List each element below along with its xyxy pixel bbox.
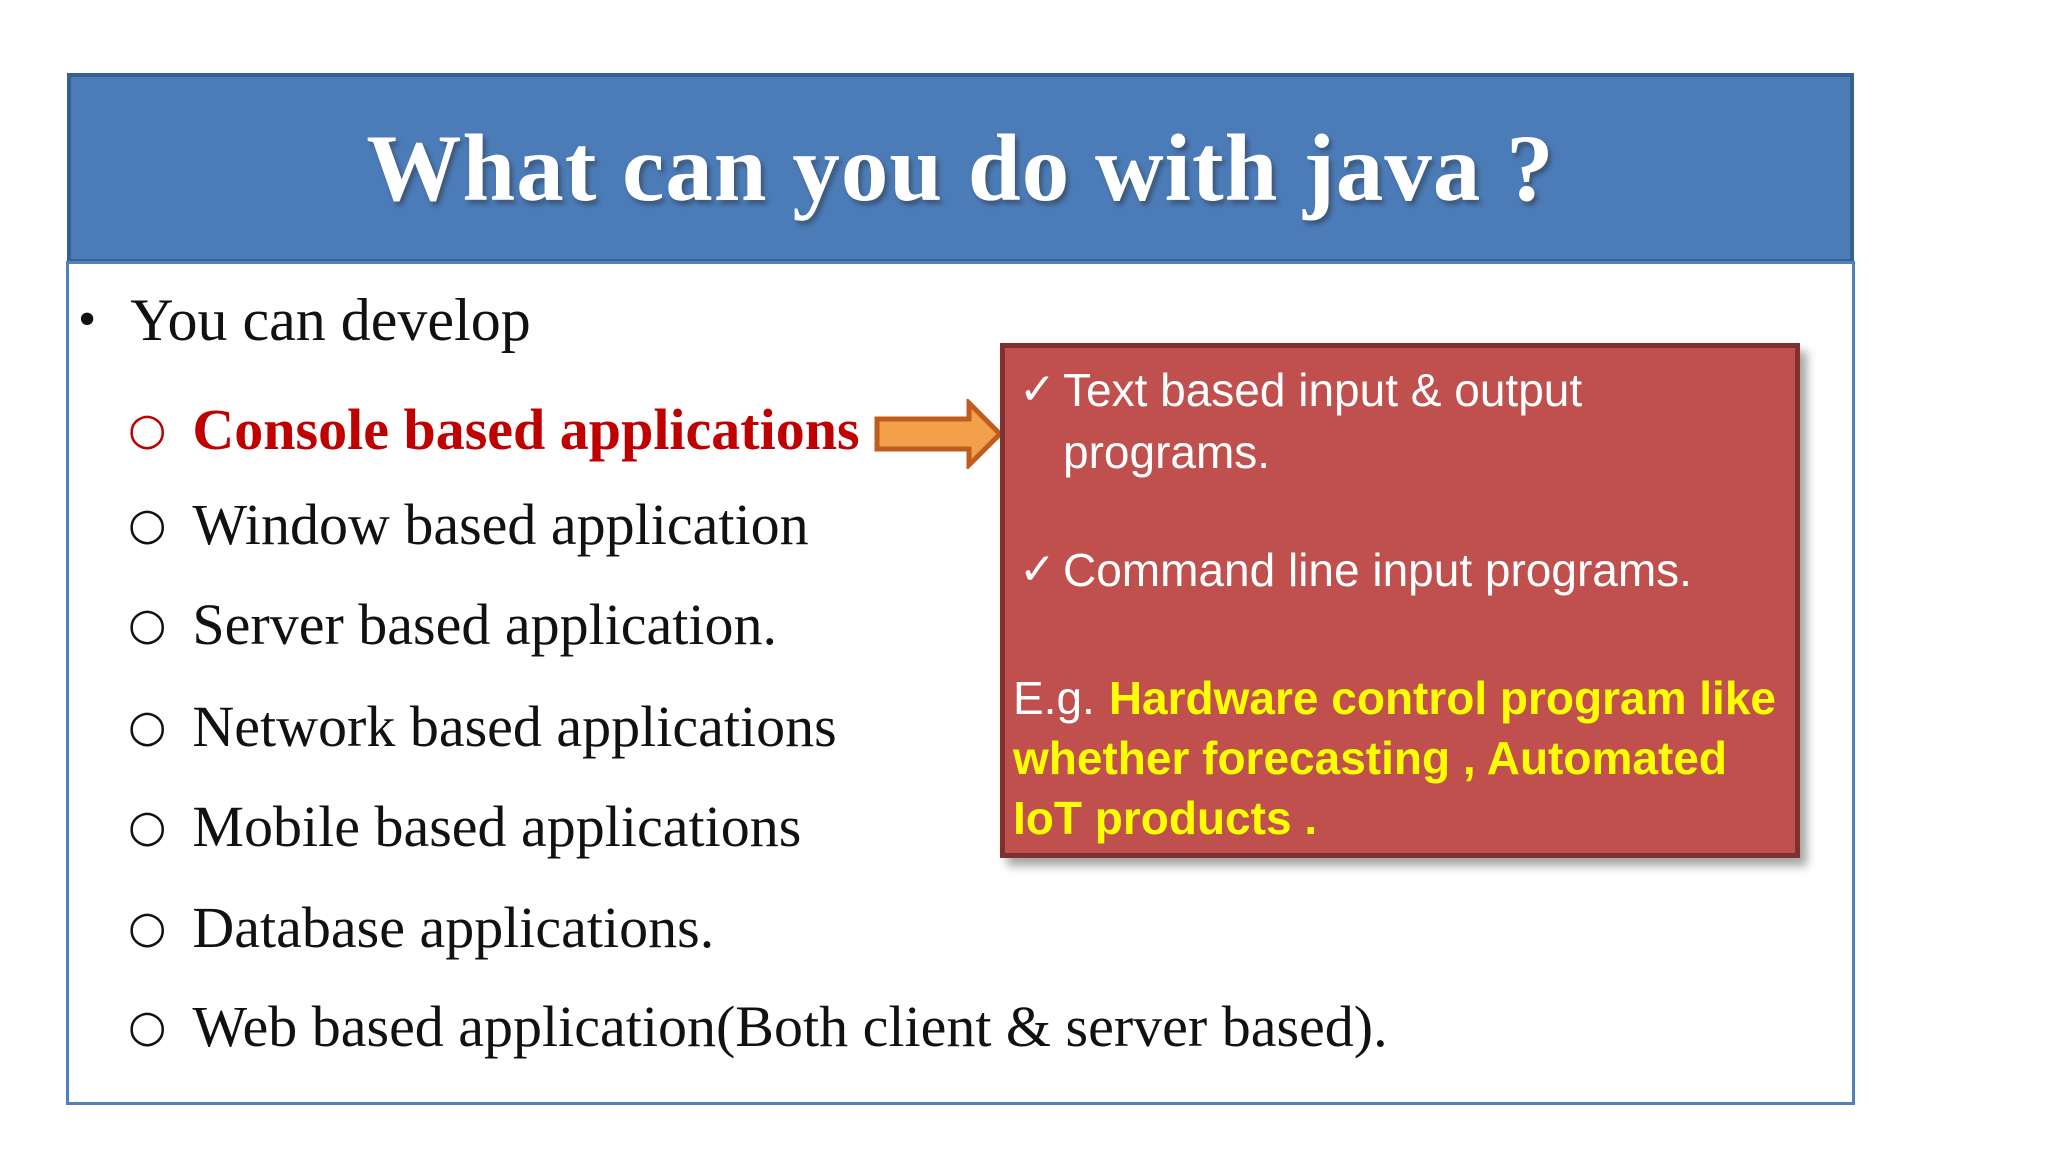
slide-title: What can you do with java ?	[366, 115, 1555, 221]
slide-title-bar: What can you do with java ?	[67, 73, 1854, 263]
check-icon: ✓	[1019, 364, 1056, 415]
check-icon: ✓	[1019, 544, 1056, 595]
circle-bullet-icon: ○	[128, 701, 167, 752]
example-line-2: whether forecasting , Automated	[1013, 732, 1727, 784]
list-item-window: ○ Window based application	[128, 490, 809, 560]
list-item-console: ○ Console based applications	[128, 395, 860, 465]
check1-line2: programs.	[1063, 426, 1271, 478]
check1-line1: Text based input & output	[1063, 364, 1583, 416]
circle-bullet-icon: ○	[128, 801, 167, 852]
list-item-database: ○ Database applications.	[128, 893, 714, 963]
list-item-label: Database applications.	[192, 895, 715, 960]
list-item-label: Window based application	[192, 492, 809, 557]
list-item-label: Mobile based applications	[192, 794, 802, 859]
list-item-label: Web based application(Both client & serv…	[192, 994, 1388, 1059]
bullet-icon: •	[78, 291, 97, 348]
circle-bullet-icon: ○	[128, 599, 167, 650]
list-item-network: ○ Network based applications	[128, 692, 837, 762]
list-item-label: Network based applications	[192, 694, 837, 759]
example-line-1-text: Hardware control program like	[1108, 672, 1777, 724]
circle-bullet-icon: ○	[128, 902, 167, 953]
check2-text: Command line input programs.	[1063, 544, 1692, 596]
callout-check-item-2: ✓ Command line input programs.	[1017, 539, 1823, 601]
example-line-1: E.g.Hardware control program like	[1013, 668, 1793, 728]
callout-check-item-1: ✓ Text based input & output programs.	[1017, 359, 1823, 483]
lead-bullet-text: You can develop	[130, 287, 531, 353]
list-item-mobile: ○ Mobile based applications	[128, 792, 801, 862]
right-arrow-icon	[874, 399, 1004, 469]
example-prefix: E.g.	[1013, 672, 1095, 724]
callout-box: ✓ Text based input & output programs. ✓ …	[1000, 343, 1800, 858]
list-item-label: Console based applications	[192, 397, 860, 462]
circle-bullet-icon: ○	[128, 404, 167, 455]
example-line-3: IoT products .	[1013, 792, 1318, 844]
list-item-label: Server based application.	[192, 592, 778, 657]
callout-example-block: E.g.Hardware control program like whethe…	[1013, 668, 1793, 848]
list-item-web: ○ Web based application(Both client & se…	[128, 992, 1388, 1062]
list-item-server: ○ Server based application.	[128, 590, 777, 660]
circle-bullet-icon: ○	[128, 1001, 167, 1052]
circle-bullet-icon: ○	[128, 499, 167, 550]
lead-bullet-row: • You can develop	[78, 285, 531, 355]
